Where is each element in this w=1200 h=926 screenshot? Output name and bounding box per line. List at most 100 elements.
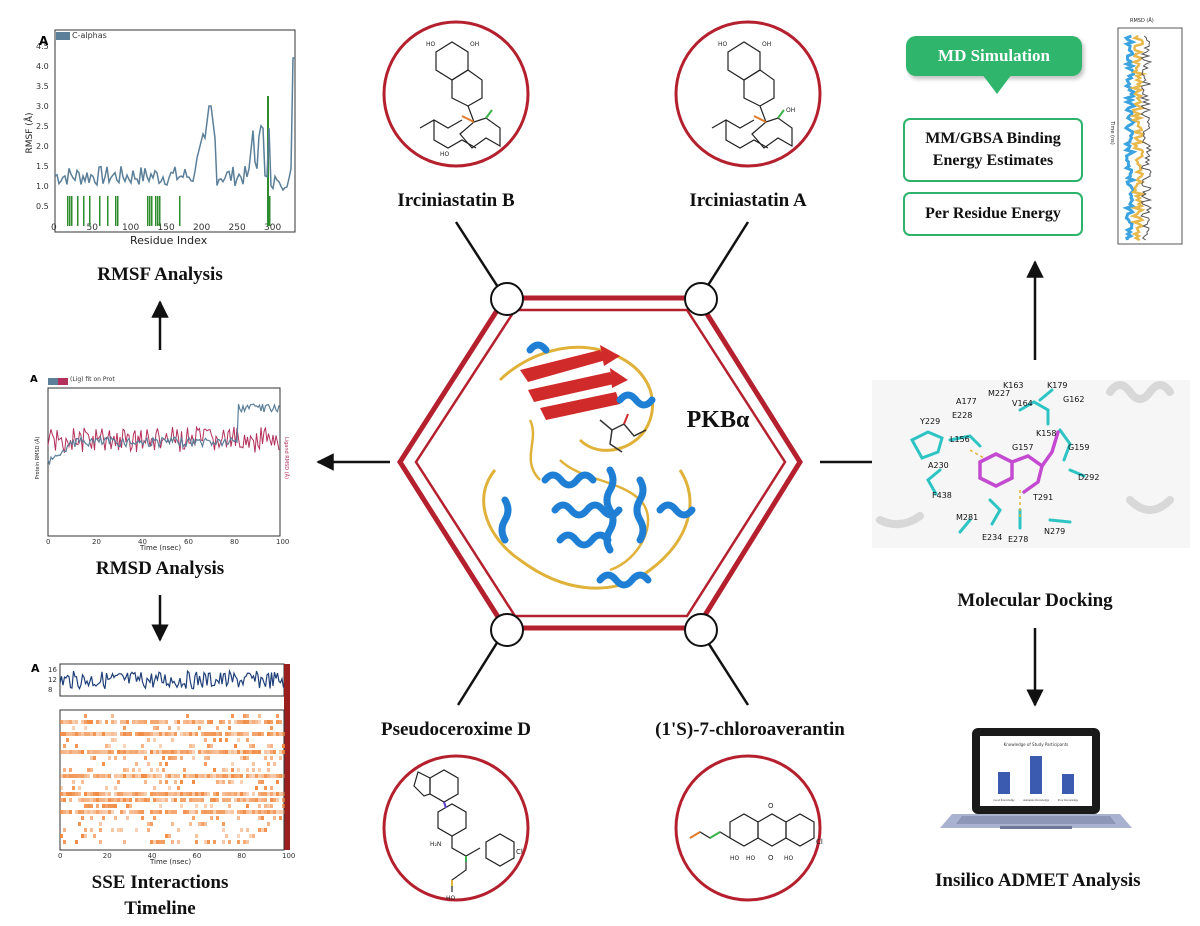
sse-cell [132, 792, 135, 796]
sse-cell [216, 750, 219, 754]
sse-cell [246, 768, 249, 772]
sse-cell [225, 798, 228, 802]
rmsf-ytick-label: 1.5 [36, 162, 49, 171]
sse-cell [177, 750, 180, 754]
sse-cell [240, 732, 243, 736]
sse-cell [210, 732, 213, 736]
vertex-circles [490, 282, 718, 647]
sse-cell [84, 804, 87, 808]
sse-cell [249, 720, 252, 724]
sse-cell [132, 774, 135, 778]
vertex-circle-bl [490, 613, 524, 647]
sse-cell [177, 792, 180, 796]
structure-circle-chloroaverantin [674, 754, 822, 902]
sse-cell [60, 810, 63, 814]
sse-cell [252, 762, 255, 766]
sse-cell [114, 720, 117, 724]
sse-cell [180, 780, 183, 784]
sse-cell [279, 732, 282, 736]
sse-cell [165, 780, 168, 784]
residue-label: E228 [952, 411, 972, 420]
sse-cell [210, 810, 213, 814]
sse-cell [114, 816, 117, 820]
sse-cell [240, 828, 243, 832]
sse-cell [219, 738, 222, 742]
sse-cell [243, 714, 246, 718]
sse-cell [99, 792, 102, 796]
rmsf-ytick-label: 2.0 [36, 142, 49, 151]
sse-cell [72, 792, 75, 796]
sse-cell [87, 810, 90, 814]
sse-cell [123, 768, 126, 772]
sse-cell [225, 768, 228, 772]
sse-cell [171, 756, 174, 760]
sse-cell [216, 774, 219, 778]
sse-cell [90, 810, 93, 814]
sse-cell [195, 732, 198, 736]
sse-cell [231, 780, 234, 784]
sse-cell [222, 828, 225, 832]
svg-text:OH: OH [786, 107, 795, 114]
sse-cell [231, 792, 234, 796]
sse-cell [207, 840, 210, 844]
sse-cell [111, 798, 114, 802]
sse-cell [117, 792, 120, 796]
sse-cell [255, 750, 258, 754]
sse-cell [273, 798, 276, 802]
svg-text:HO: HO [784, 855, 794, 862]
sse-cell [237, 768, 240, 772]
rmsf-legend-text: C-alphas [72, 31, 107, 40]
sse-cell [267, 720, 270, 724]
label-rmsd-analysis: RMSD Analysis [95, 558, 225, 579]
sse-cell [144, 798, 147, 802]
sse-cell [255, 798, 258, 802]
sse-cell [279, 774, 282, 778]
sse-cell [66, 732, 69, 736]
rmsf-xtick-label: 150 [158, 223, 175, 233]
sse-cell [261, 816, 264, 820]
sse-cell [96, 750, 99, 754]
sse-cell [126, 792, 129, 796]
sse-cell [93, 756, 96, 760]
sse-cell [204, 756, 207, 760]
svg-text:HO: HO [426, 41, 436, 48]
sse-cell [138, 810, 141, 814]
structure-circle-irciniastatin-a [674, 20, 822, 168]
sse-cell [138, 798, 141, 802]
rmsf-xtick-label: 50 [87, 223, 99, 233]
residue-label: M281 [956, 513, 978, 522]
sse-cell [258, 750, 261, 754]
sse-cell [105, 732, 108, 736]
svg-text:O: O [768, 854, 774, 862]
sse-cell [246, 798, 249, 802]
sse-cell [168, 732, 171, 736]
sse-cell [93, 732, 96, 736]
sse-cell [165, 774, 168, 778]
svg-text:OH: OH [470, 41, 479, 48]
rmsf-contact-bar [157, 196, 159, 226]
sse-cell [195, 834, 198, 838]
sse-cell [105, 720, 108, 724]
sse-cell [153, 786, 156, 790]
sse-cell [264, 804, 267, 808]
sse-cell [252, 798, 255, 802]
sse-cell [180, 756, 183, 760]
label-chloroaverantin: (1'S)-7-chloroaverantin [655, 719, 845, 740]
sse-cell [159, 798, 162, 802]
sse-cell [90, 750, 93, 754]
sse-cell [273, 750, 276, 754]
sse-cell [192, 816, 195, 820]
sse-cell [264, 756, 267, 760]
sse-cell [282, 732, 285, 736]
sse-cell [162, 840, 165, 844]
sse-cell [174, 750, 177, 754]
sse-cell [186, 750, 189, 754]
rmsf-xlabel: Residue Index [130, 234, 208, 247]
sse-cell [141, 792, 144, 796]
sse-cell [207, 774, 210, 778]
sse-cell [183, 732, 186, 736]
sse-cell [147, 732, 150, 736]
sse-cell [207, 750, 210, 754]
svg-text:O: O [768, 802, 774, 810]
sse-cell [135, 750, 138, 754]
